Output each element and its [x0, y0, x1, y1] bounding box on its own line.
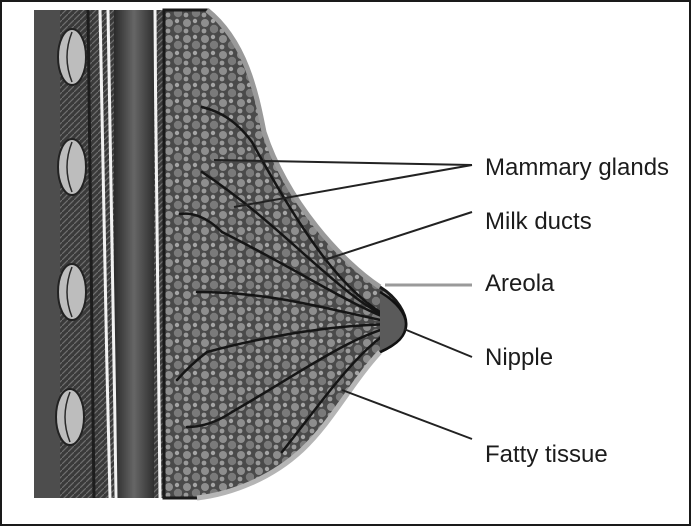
leader-fatty-tissue — [342, 390, 472, 439]
pectoral-muscle — [114, 10, 154, 498]
label-nipple: Nipple — [485, 346, 553, 370]
label-fatty-tissue: Fatty tissue — [485, 443, 608, 467]
label-areola: Areola — [485, 272, 554, 296]
label-milk-ducts: Milk ducts — [485, 210, 592, 234]
leader-milk-ducts — [324, 212, 472, 260]
label-mammary-glands: Mammary glands — [485, 156, 669, 180]
chest-wall — [34, 10, 169, 498]
nipple-shape — [380, 292, 406, 352]
leader-nipple — [404, 329, 472, 357]
